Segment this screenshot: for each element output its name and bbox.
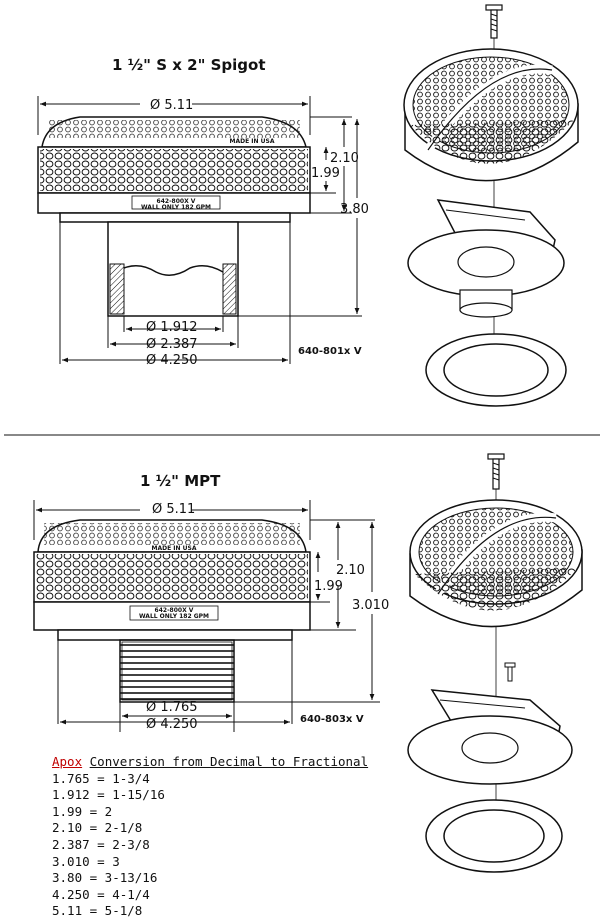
bottom-exploded-view <box>407 453 583 873</box>
conversion-row: 2.387 = 2-3/8 <box>52 836 150 852</box>
bottom-screw-icon <box>487 453 505 490</box>
bottom-dim-thread-diameter: Ø 1.765 <box>146 700 198 715</box>
bottom-small-screw-icon <box>504 662 516 682</box>
top-dim-spigot-od: Ø 2.387 <box>146 337 198 352</box>
top-gasket-icon <box>425 333 567 407</box>
top-label-line-2: WALL ONLY 182 GPM <box>141 204 211 211</box>
bottom-dim-height-210: 2.10 <box>336 563 365 578</box>
bottom-dim-overall-diameter: Ø 5.11 <box>152 502 195 517</box>
top-dim-spigot-id: Ø 1.912 <box>146 320 198 335</box>
bottom-label-line-2: WALL ONLY 182 GPM <box>139 613 209 620</box>
top-exploded-view <box>403 4 579 407</box>
bottom-cover-icon <box>409 499 583 628</box>
top-dim-height-210: 2.10 <box>330 151 359 166</box>
top-brand-mark: MADE IN USA <box>230 138 275 145</box>
top-dim-height-199: 1.99 <box>311 166 340 181</box>
conversion-table: Apox Conversion from Decimal to Fraction… <box>52 754 368 920</box>
conversion-row: 5.11 = 5-1/8 <box>52 903 143 919</box>
top-part-number: 640-801x V <box>298 346 362 357</box>
top-base-icon <box>407 229 565 318</box>
top-side-view <box>37 116 311 317</box>
conversion-heading-text: Conversion from Decimal to Fractional <box>89 754 369 769</box>
conversion-row: 3.80 = 3-13/16 <box>52 870 158 886</box>
bottom-dim-height-199: 1.99 <box>314 579 343 594</box>
bottom-brand-mark: MADE IN USA <box>152 545 197 552</box>
bottom-gasket-icon <box>425 799 563 873</box>
conversion-row: 3.010 = 3 <box>52 853 120 869</box>
bottom-title: 1 ½" MPT <box>140 472 221 490</box>
top-screw-icon <box>485 4 503 39</box>
bottom-dim-height-3010: 3.010 <box>352 598 389 613</box>
top-title: 1 ½" S x 2" Spigot <box>112 56 266 74</box>
bottom-side-view <box>33 519 311 703</box>
conversion-row: 2.10 = 2-1/8 <box>52 820 143 836</box>
apox-link[interactable]: Apox <box>52 754 83 769</box>
conversion-row: 1.912 = 1-15/16 <box>52 787 165 803</box>
bottom-dim-flange-diameter: Ø 4.250 <box>146 717 198 732</box>
top-label-line-1: 642-800X V <box>157 198 196 205</box>
top-cover-icon <box>403 48 579 182</box>
conversion-heading: Apox Conversion from Decimal to Fraction… <box>52 754 368 771</box>
top-dim-flange-diameter: Ø 4.250 <box>146 353 198 368</box>
top-dim-height-380: 3.80 <box>340 202 369 217</box>
bottom-base-icon <box>407 715 573 785</box>
conversion-row: 1.99 = 2 <box>52 803 113 819</box>
bottom-part-number: 640-803x V <box>300 714 364 725</box>
bottom-label-line-1: 642-800X V <box>155 607 194 614</box>
bottom-dimension-lines <box>33 500 380 732</box>
top-dim-overall-diameter: Ø 5.11 <box>150 98 193 113</box>
top-dimension-lines <box>37 96 362 364</box>
conversion-row: 1.765 = 1-3/4 <box>52 770 150 786</box>
conversion-row: 4.250 = 4-1/4 <box>52 886 150 902</box>
